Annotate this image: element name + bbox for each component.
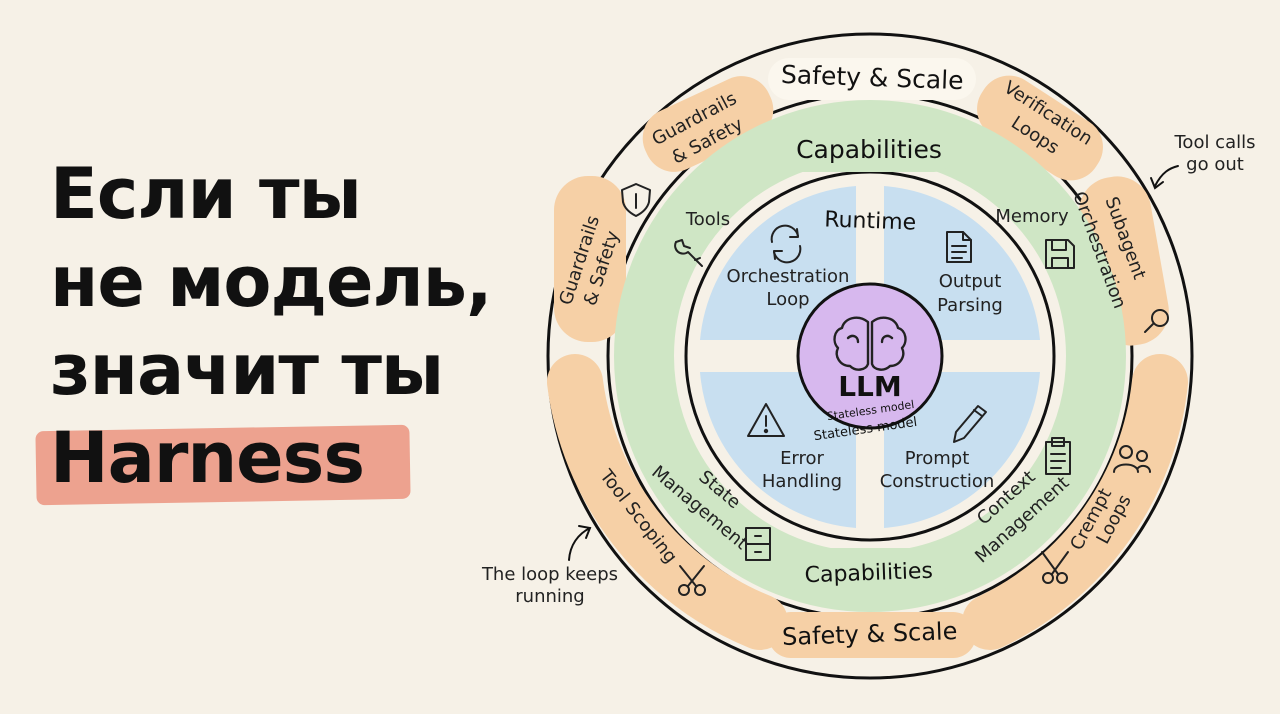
ring-titles: Safety & Scale Safety & Scale Capabiliti…	[781, 60, 965, 651]
warning-icon	[747, 403, 785, 437]
llm-core	[796, 282, 944, 430]
error-label-line-2: Handling	[762, 471, 842, 492]
headline-highlight-text: Harness	[50, 417, 365, 499]
safety-pill-bottom	[768, 612, 976, 658]
llm-label: LLM	[838, 370, 902, 403]
refresh-icon	[770, 224, 802, 264]
outer-ring	[546, 32, 1194, 680]
capabilities-label-bg-top	[782, 128, 956, 172]
headline-line-1: Если ты	[50, 153, 362, 235]
floppy-disk-icon	[1045, 239, 1075, 269]
prompt-label-line-2: Construction	[880, 471, 995, 492]
verification-pill	[977, 75, 1103, 181]
pencil-icon	[953, 405, 987, 443]
memory-label: Memory	[995, 206, 1069, 227]
icons	[621, 183, 1169, 596]
shield-icon	[621, 183, 651, 217]
tool-scoping-pill	[547, 354, 788, 650]
capabilities-label-bg-bottom	[782, 548, 956, 592]
capabilities-bottom-label: Capabilities	[804, 559, 933, 588]
runtime-quad-tl	[700, 186, 856, 340]
loop-annotation: The loop keeps running	[481, 564, 619, 607]
users-icon	[1113, 445, 1151, 473]
guardrails-top-pill	[642, 76, 774, 172]
capabilities-top-label: Capabilities	[796, 135, 942, 164]
wrench-icon	[674, 239, 703, 267]
loop-arrow	[568, 525, 592, 561]
scissors-icon	[678, 565, 706, 596]
safety-scale-bottom-label: Safety & Scale	[782, 617, 958, 651]
prompt-label-line-1: Prompt	[905, 448, 970, 469]
clipboard-icon	[1045, 437, 1071, 475]
error-label-line-1: Error	[780, 448, 824, 469]
headline: Если ты не модель, значит ты Harness	[35, 150, 570, 506]
safety-band	[547, 58, 1188, 658]
capabilities-band	[614, 100, 1126, 612]
headline-line-2: не модель,	[50, 241, 493, 323]
magnifier-icon	[1144, 309, 1169, 333]
orchestration-label-line-2: Loop	[766, 289, 809, 310]
crempt-pill	[962, 354, 1188, 650]
document-icon	[946, 231, 972, 263]
tool-calls-arrow	[1150, 165, 1179, 190]
scissors-icon-small	[1041, 551, 1069, 584]
filing-cabinet-icon	[745, 527, 771, 561]
orchestration-label-line-1: Orchestration	[727, 266, 850, 287]
brain-icon	[833, 316, 907, 371]
runtime-items: Orchestration Loop Output Parsing Error …	[727, 266, 1003, 492]
headline-highlight: Harness	[35, 414, 411, 506]
guardrails-left-pill	[554, 176, 626, 342]
tool-calls-annotation: Tool calls go out	[1174, 132, 1256, 175]
safety-pill-top	[768, 58, 976, 100]
headline-line-3: значит ты	[50, 329, 444, 411]
runtime-quad-br	[884, 372, 1040, 528]
output-label-line-2: Parsing	[937, 295, 1003, 316]
tools-label: Tools	[685, 209, 730, 230]
headline-line-4: Harness	[35, 414, 570, 506]
output-label-line-1: Output	[939, 271, 1002, 292]
safety-scale-top-label: Safety & Scale	[781, 60, 965, 95]
runtime-label: Runtime	[824, 207, 917, 235]
runtime-quad-bl	[700, 372, 856, 528]
